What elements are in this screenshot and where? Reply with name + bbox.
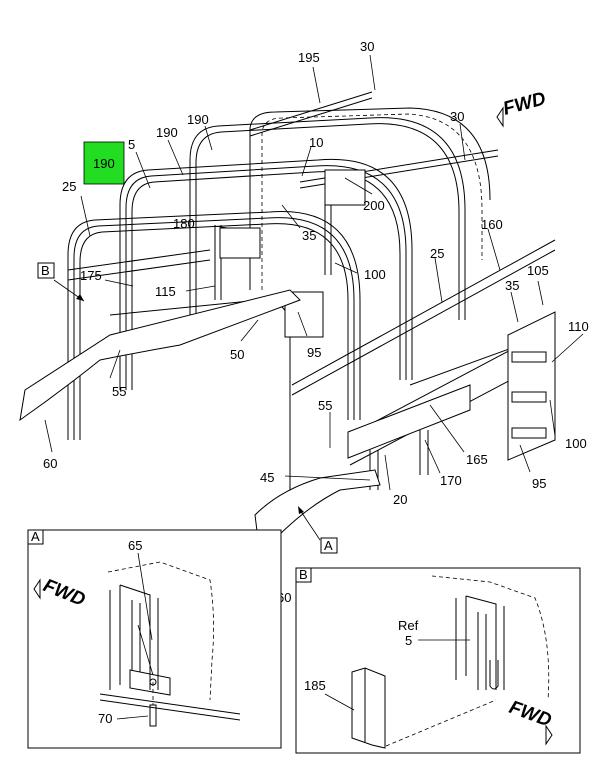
main-assembly [19,91,556,557]
callout-175: 175 [80,268,102,283]
view-tag-b-main[interactable]: B [37,262,55,279]
callout-10: 10 [309,135,323,150]
highlighted-callout-box[interactable] [83,141,125,185]
callout-30-right: 30 [450,109,464,124]
detail-a-tag: A [31,529,40,544]
callout-95-right: 95 [532,476,546,491]
callout-165: 165 [466,452,488,467]
callout-65: 65 [128,538,142,553]
callout-45: 45 [260,470,274,485]
callout-50: 50 [230,347,244,362]
callout-100-right: 100 [565,436,587,451]
callout-30-upper: 30 [360,39,374,54]
callout-190-left: 190 [156,125,178,140]
callout-20: 20 [393,492,407,507]
fwd-direction-main: FWD [496,88,548,128]
callout-190-right: 190 [187,112,209,127]
callout-labels: 195 30 30 190 190 5 10 200 35 160 25 105… [43,39,589,605]
callout-110: 110 [568,319,589,334]
callout-5-ref: 5 [405,633,412,648]
callout-70: 70 [98,711,112,726]
svg-text:FWD: FWD [501,88,548,120]
callout-115: 115 [155,284,176,299]
callout-55-right: 55 [318,398,332,413]
callout-185: 185 [304,678,326,693]
leader-lines [44,54,584,588]
callout-60-left: 60 [43,456,57,471]
callout-105: 105 [527,263,549,278]
callout-170: 170 [440,473,462,488]
callout-195: 195 [298,50,320,65]
callout-55-left: 55 [112,384,126,399]
view-tag-a-main[interactable]: A [320,537,338,554]
callout-35-right: 35 [505,278,519,293]
callout-5: 5 [128,137,135,152]
svg-text:B: B [41,263,50,278]
callout-160: 160 [481,217,503,232]
svg-text:A: A [324,538,333,553]
callout-25-left: 25 [62,179,76,194]
detail-b-tag: B [299,567,308,582]
detail-a-box: A 65 70 FWD [27,529,282,749]
callout-100-center: 100 [364,267,386,282]
callout-25-right: 25 [430,246,444,261]
callout-ref: Ref [398,618,419,633]
callout-200: 200 [363,198,385,213]
detail-b-box: B Ref 5 185 FWD [295,567,581,754]
callout-95-center: 95 [307,345,321,360]
callout-35-center: 35 [302,228,316,243]
callout-180: 180 [173,216,195,231]
highlighted-callout-label: 190 [93,156,115,171]
